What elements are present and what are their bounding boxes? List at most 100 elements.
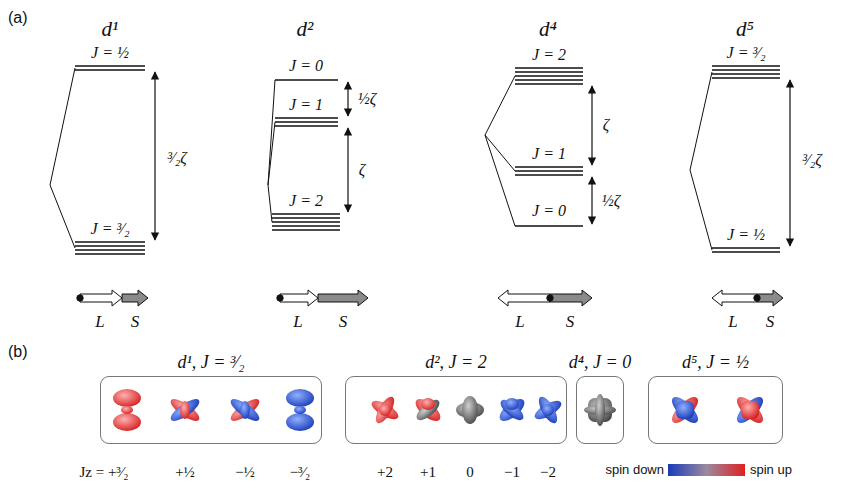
orbital-shape [668, 393, 702, 427]
orbital-shape [496, 395, 528, 425]
energy-levels [515, 174, 583, 175]
group-heading: d¹, J = ³⁄₂ [177, 352, 244, 373]
energy-levels [50, 66, 145, 254]
vector-label: S [131, 313, 140, 332]
energy-levels [50, 68, 75, 185]
orbital-shape [733, 393, 767, 427]
orbital-shape [379, 404, 391, 416]
jz-value: −2 [540, 464, 556, 481]
vector-label: L [515, 313, 524, 332]
splitting-arrow [154, 72, 155, 240]
jz-value: −1 [504, 464, 520, 481]
config-label: d¹ [102, 18, 119, 41]
energy-levels [690, 170, 712, 250]
orbital-shape [228, 395, 263, 424]
orbital-shape [535, 394, 560, 426]
jz-value: +2 [377, 464, 393, 481]
ls-vectors [498, 290, 550, 306]
ls-vectors [280, 290, 318, 306]
orbital-shape [584, 394, 616, 426]
energy-levels [275, 79, 338, 80]
energy-levels [485, 68, 583, 226]
vector-label: S [339, 313, 348, 332]
orbital-shape [228, 395, 263, 424]
energy-levels [712, 65, 780, 66]
orbital-shape [456, 396, 484, 424]
orbital-shape [168, 395, 203, 424]
energy-levels [272, 225, 340, 226]
orbital-shape [413, 396, 442, 423]
orbital-shape [668, 393, 702, 427]
ls-vectors [77, 295, 83, 301]
splitting-arrow [347, 82, 348, 116]
group-heading: d⁵, J = ½ [682, 352, 749, 373]
energy-levels [515, 170, 583, 171]
orbital-shape [113, 413, 141, 431]
group-heading: d⁴, J = 0 [569, 352, 631, 373]
jz-value: 0 [466, 464, 474, 481]
orbital-shape [496, 395, 528, 425]
energy-levels [275, 117, 338, 118]
energy-levels [275, 121, 338, 122]
orbital-shape [412, 395, 444, 425]
splitting-label: ³⁄₂ζ [802, 151, 822, 169]
orbital-shape [412, 395, 444, 425]
level-label: J = 1 [289, 96, 323, 114]
energy-levels [515, 79, 583, 80]
level-label: J = 2 [289, 192, 323, 210]
energy-levels [485, 135, 515, 226]
energy-levels [268, 80, 340, 230]
energy-levels [515, 71, 583, 72]
jz-value: +½ [175, 464, 195, 481]
orbital-shape [228, 395, 263, 424]
energy-levels [712, 247, 780, 248]
ls-vectors [757, 290, 783, 306]
level-label: J = ½ [91, 44, 129, 62]
orbital-shape [168, 395, 203, 424]
orbital-group-box: d⁴, J = 0 [576, 376, 624, 444]
energy-levels [272, 229, 340, 230]
level-label: J = ³⁄₂ [727, 44, 766, 62]
jz-value: −³⁄₂ [290, 464, 311, 481]
orbital-shape [676, 401, 694, 419]
orbital-shape [286, 389, 314, 431]
group-heading: d², J = 2 [425, 352, 487, 373]
energy-levels [515, 166, 583, 167]
orbital-shape [240, 401, 250, 419]
orbital-shape [168, 395, 203, 424]
orbital-shape [421, 398, 435, 410]
vector-label: S [566, 313, 575, 332]
energy-levels [75, 249, 145, 250]
orbital-shape [542, 404, 554, 416]
orbital-shape [372, 394, 397, 426]
energy-levels [515, 225, 583, 226]
spin-color-bar [668, 464, 745, 476]
splitting-label: ½ζ [358, 90, 376, 108]
level-label: J = 2 [532, 46, 566, 64]
energy-levels [272, 221, 340, 222]
energy-levels [268, 122, 275, 185]
splitting-label: ζ [359, 161, 365, 179]
energy-levels [712, 77, 780, 78]
config-label: d⁵ [736, 18, 754, 41]
vector-label: L [95, 313, 104, 332]
energy-levels [272, 213, 340, 214]
orbital-shape [741, 401, 759, 419]
orbital-shape [733, 393, 767, 427]
ls-vectors [80, 290, 122, 306]
orbital-group-box: d², J = 2 [345, 376, 567, 444]
splitting-label: ½ζ [602, 192, 620, 210]
level-label: J = ³⁄₂ [91, 220, 130, 238]
orbital-shape [369, 394, 401, 426]
energy-levels [75, 245, 145, 246]
energy-levels [75, 65, 145, 66]
orbital-shape [113, 389, 141, 407]
energy-levels [712, 69, 780, 70]
orbital-shape [532, 394, 564, 426]
orbital-shape [462, 396, 478, 424]
energy-levels [515, 83, 583, 84]
energy-levels [515, 75, 583, 76]
energy-levels [268, 80, 275, 185]
